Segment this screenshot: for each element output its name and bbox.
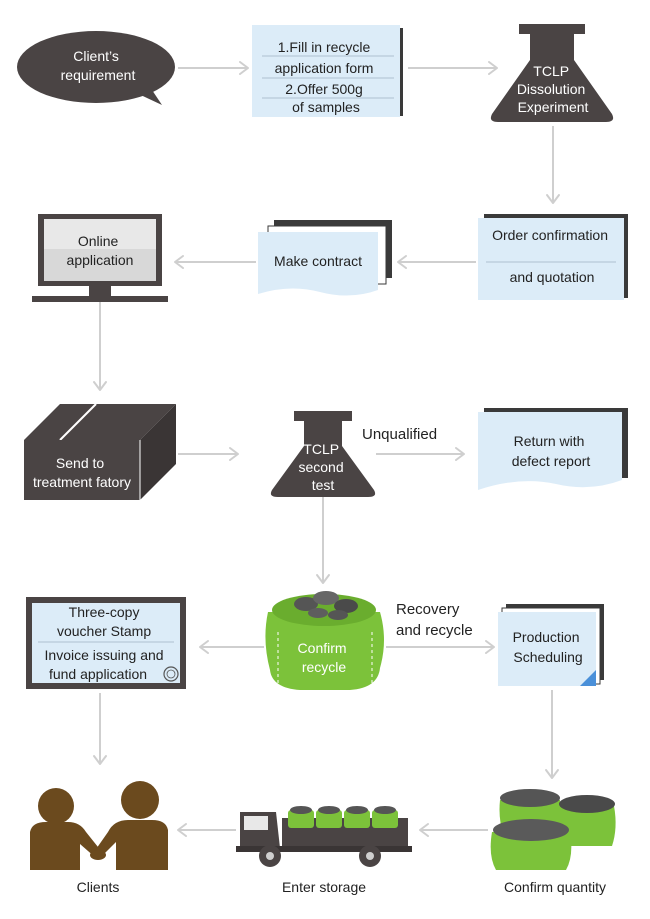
client-requirement-label: Client’s requirement — [61, 48, 136, 83]
flask-icon — [490, 24, 614, 122]
recycle-form-label: 1.Fill in recycle application form 2.Off… — [275, 39, 378, 115]
document-icon — [478, 408, 628, 490]
tclp-experiment-label: TCLP Dissolution Experiment — [517, 63, 589, 115]
make-contract-label: Make contract — [274, 253, 362, 269]
arrow-tclp-to-order — [546, 126, 560, 204]
flask-icon — [270, 411, 376, 497]
truck-icon — [236, 806, 412, 867]
monitor-icon — [26, 597, 186, 689]
document-icon — [252, 25, 403, 117]
arrow-form-to-tclp — [408, 61, 498, 75]
arrow-sack-to-production — [386, 640, 495, 654]
unqualified-label: Unqualified — [362, 426, 437, 443]
stamp-icon — [163, 666, 179, 682]
box-icon — [24, 403, 176, 500]
online-application-label: Online application — [67, 233, 134, 268]
arrow-order-to-contract — [397, 255, 476, 269]
tclp-second-label: TCLP second test — [298, 441, 347, 493]
order-confirmation-label: Order confirmation and quotation — [492, 227, 612, 285]
arrow-online-to-box — [93, 302, 107, 391]
sack-icon — [265, 591, 384, 690]
production-scheduling-label: Production Scheduling — [513, 629, 584, 665]
recovery-recycle-label: Recovery and recycle — [396, 601, 473, 639]
arrow-contract-to-online — [174, 255, 256, 269]
confirm-recycle-label: Confirm recycle — [298, 640, 351, 675]
enter-storage-label: Enter storage — [282, 879, 366, 895]
arrow-production-to-quantity — [545, 690, 559, 779]
arrow-box-to-tclp2 — [178, 447, 239, 461]
arrow-voucher-to-clients — [93, 693, 107, 765]
speech-bubble-icon — [17, 31, 175, 105]
clients-label: Clients — [77, 879, 120, 895]
arrow-truck-to-clients — [177, 823, 236, 837]
arrow-tclp2-to-return — [376, 447, 465, 461]
document-icon — [478, 214, 628, 300]
document-icon — [498, 604, 604, 686]
send-to-factory-label: Send to treatment fatory — [33, 455, 131, 490]
document-icon — [258, 220, 392, 296]
sack-icon — [490, 789, 616, 870]
voucher-label: Three-copy voucher Stamp Invoice issuing… — [45, 604, 168, 682]
arrow-bubble-to-form — [178, 61, 249, 75]
arrow-quantity-to-truck — [419, 823, 488, 837]
confirm-quantity-label: Confirm quantity — [504, 879, 606, 895]
return-report-label: Return with defect report — [512, 433, 591, 469]
arrow-sack-to-voucher — [199, 640, 264, 654]
arrow-tclp2-to-sack — [316, 497, 330, 584]
monitor-icon — [32, 214, 168, 302]
handshake-icon — [30, 781, 168, 870]
